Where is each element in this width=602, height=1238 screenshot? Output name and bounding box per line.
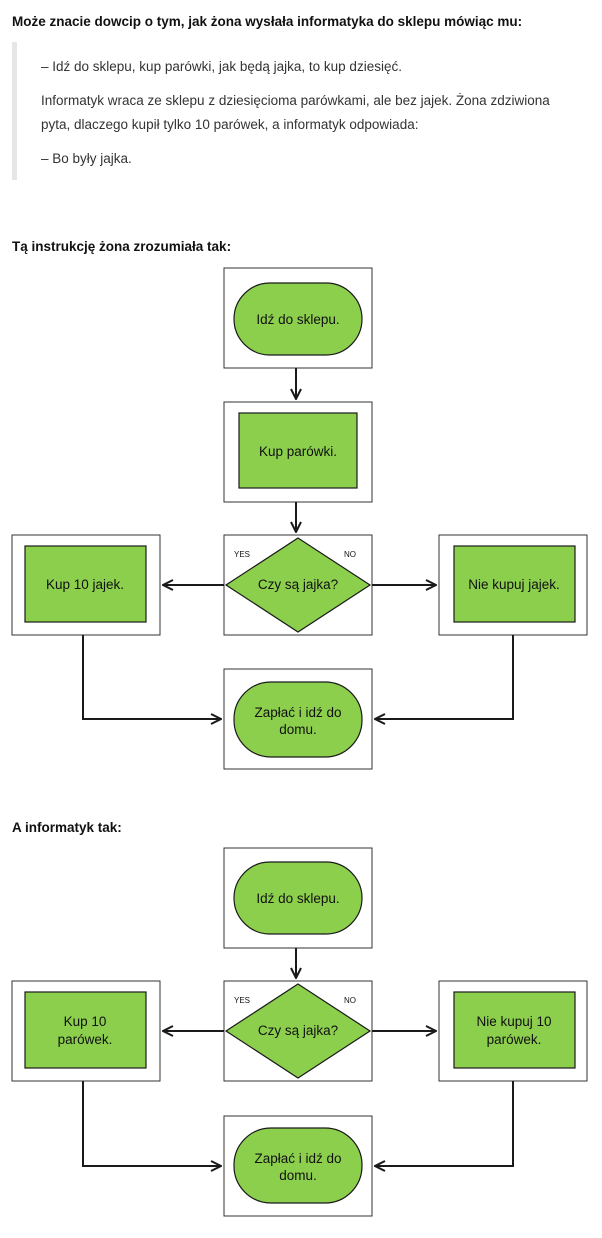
process-no-shape [453,545,576,623]
decision-label: Czy są jajka? [258,577,338,592]
end-label-line1: Zapłać i idź do [254,1151,341,1166]
quote-line-wife-instruction: – Idź do sklepu, kup parówki, jak będą j… [41,59,402,74]
end-label-line2: domu. [279,1168,317,1183]
terminal-start-shape [233,861,363,935]
process-no-shape [453,991,576,1069]
programmer-heading: A informatyk tak: [12,820,122,835]
no-action-label-line2: parówek. [487,1032,542,1047]
yes-action-label-line2: parówek. [58,1032,113,1047]
wife-heading: Tą instrukcję żona zrozumiała tak: [12,239,232,254]
no-label: NO [344,996,356,1005]
terminal-start-shape [233,282,363,356]
joke-quote: – Idź do sklepu, kup parówki, jak będą j… [12,42,588,180]
decision-shape [224,537,372,633]
process-yes-shape [24,545,147,623]
arrow-yes-to-end [82,1081,221,1166]
step-label: Kup parówki. [259,444,337,459]
process-step-shape [238,412,358,489]
decision-shape [224,983,372,1079]
quote-line-story-2: pyta, dlaczego kupił tylko 10 parówek, a… [41,117,419,132]
process-yes-shape [24,991,147,1069]
decision-label: Czy są jajka? [258,1023,338,1038]
no-label: NO [344,550,356,559]
terminal-end-shape [233,681,363,758]
terminal-end-shape [233,1127,363,1204]
end-label-line2: domu. [279,722,317,737]
yes-action-label: Kup 10 jajek. [46,577,124,592]
end-label-line1: Zapłać i idź do [254,705,341,720]
no-action-label: Nie kupuj jajek. [468,577,560,592]
yes-action-label-line1: Kup 10 [64,1014,107,1029]
start-label: Idź do sklepu. [256,312,339,327]
quote-line-punchline: – Bo były jajka. [41,151,132,166]
arrow-yes-to-end [82,635,221,719]
no-action-label-line1: Nie kupuj 10 [476,1014,551,1029]
programmer-flowchart: Idź do sklepu. Czy są jajka? YES NO Kup … [11,847,588,1217]
arrow-no-to-end [375,1081,514,1166]
joke-intro-heading: Może znacie dowcip o tym, jak żona wysła… [12,14,523,29]
start-label: Idź do sklepu. [256,891,339,906]
yes-label: YES [234,550,250,559]
quote-line-story-1: Informatyk wraca ze sklepu z dziesięciom… [41,93,550,108]
arrow-no-to-end [375,635,514,719]
yes-label: YES [234,996,250,1005]
wife-flowchart: Idź do sklepu. Kup parówki. Czy są jajka… [11,267,588,770]
